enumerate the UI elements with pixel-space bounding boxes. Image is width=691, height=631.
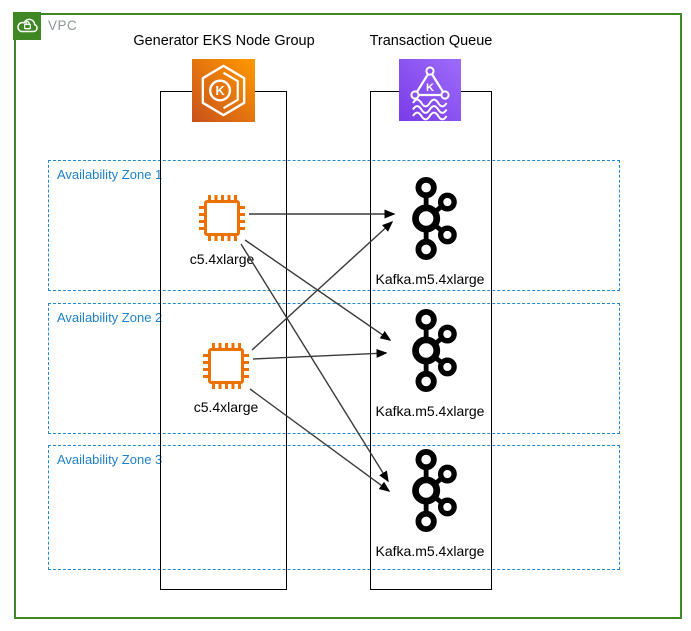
availability-zone-1: Availability Zone 1 [48,160,620,291]
broker-node-label: Kafka.m5.4xlarge [375,403,485,419]
kafka-logo-icon [412,176,457,261]
cpu-chip-icon [203,343,249,389]
vpc-cloud-lock-icon [13,12,41,40]
availability-zone-2-label: Availability Zone 2 [57,310,163,325]
availability-zone-1-label: Availability Zone 1 [57,167,163,182]
kafka-logo-icon [412,448,457,533]
msk-kafka-icon: K [399,59,461,121]
eks-icon: K [192,59,255,122]
availability-zone-3: Availability Zone 3 [48,445,620,570]
broker-node-label: Kafka.m5.4xlarge [375,271,485,287]
vpc-label: VPC [48,18,78,33]
vpc-boundary [14,13,682,619]
cpu-chip-icon [199,195,245,241]
generator-node-label: c5.4xlarge [193,399,259,415]
kafka-logo-icon [412,308,457,393]
broker-node-label: Kafka.m5.4xlarge [375,543,485,559]
eks-icon-letter: K [215,83,225,98]
msk-icon-letter: K [426,82,434,94]
generator-node-label: c5.4xlarge [189,251,255,267]
availability-zone-2: Availability Zone 2 [48,303,620,434]
eks-node-group-title: Generator EKS Node Group [133,33,315,49]
availability-zone-3-label: Availability Zone 3 [57,452,163,467]
transaction-queue-title: Transaction Queue [369,33,493,49]
